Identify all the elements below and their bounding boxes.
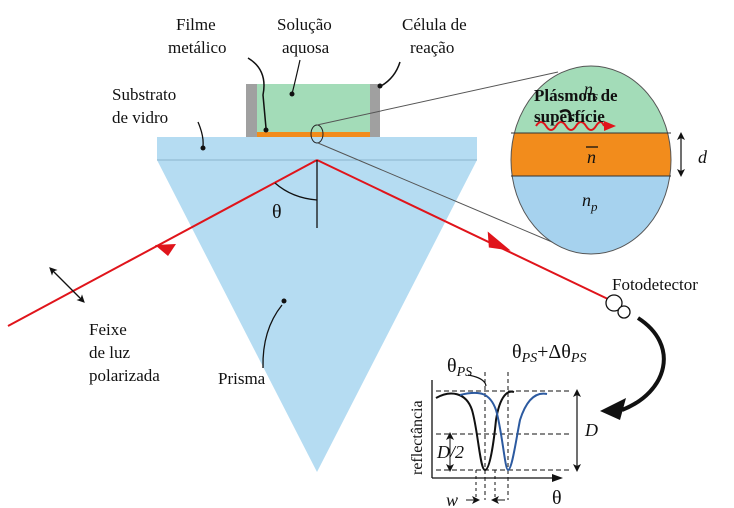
photodetector-label: Fotodetector bbox=[612, 275, 698, 294]
graph-theta-ps: θPS bbox=[447, 355, 472, 380]
reaction-cell-pointer bbox=[380, 61, 401, 87]
prism-label: Prisma bbox=[218, 369, 266, 388]
cell-wall-right bbox=[370, 84, 380, 137]
thickness-label: d bbox=[698, 147, 708, 167]
metal-film-label: Filme metálico bbox=[168, 15, 227, 57]
reaction-cell-label: Célula de reação bbox=[402, 15, 471, 57]
inset-ns: ns bbox=[584, 79, 598, 103]
glass-substrate-label: Substrato de vidro bbox=[112, 85, 180, 127]
reflected-beam bbox=[316, 159, 611, 301]
graph-theta-shift: θPS+ΔθPS bbox=[512, 341, 586, 366]
graph-ylabel: reflectância bbox=[409, 400, 426, 475]
metal-film bbox=[257, 132, 370, 137]
aqueous-solution bbox=[257, 84, 370, 133]
glass-substrate bbox=[157, 137, 477, 160]
metal-film-pointer bbox=[247, 57, 267, 129]
graph-D-half: D/2 bbox=[436, 442, 464, 462]
curve-black bbox=[435, 390, 515, 472]
detector-to-graph-arrow bbox=[621, 316, 666, 412]
incident-arrow bbox=[155, 244, 176, 256]
reflected-arrow bbox=[487, 231, 511, 251]
inset-nbar: n bbox=[587, 147, 596, 167]
angle-arc bbox=[274, 182, 318, 201]
reflectance-graph bbox=[431, 372, 581, 504]
plasmon-label: Plásmon de superfície bbox=[534, 86, 622, 126]
curve-blue bbox=[459, 391, 548, 472]
inset-np: np bbox=[582, 190, 598, 214]
plasmon-wave bbox=[535, 121, 605, 131]
cell-wall-left bbox=[246, 84, 257, 137]
graph-D: D bbox=[584, 420, 598, 440]
theta-label: θ bbox=[272, 201, 282, 223]
graph-xlabel: θ bbox=[552, 487, 562, 508]
graph-w: w bbox=[446, 490, 458, 508]
polarized-beam-label: Feixe de luz polarizada bbox=[89, 320, 160, 385]
photodetector-icon bbox=[605, 294, 631, 319]
polarization-arrow bbox=[49, 267, 85, 303]
prism bbox=[157, 160, 477, 472]
aqueous-solution-label: Solução aquosa bbox=[277, 15, 336, 57]
